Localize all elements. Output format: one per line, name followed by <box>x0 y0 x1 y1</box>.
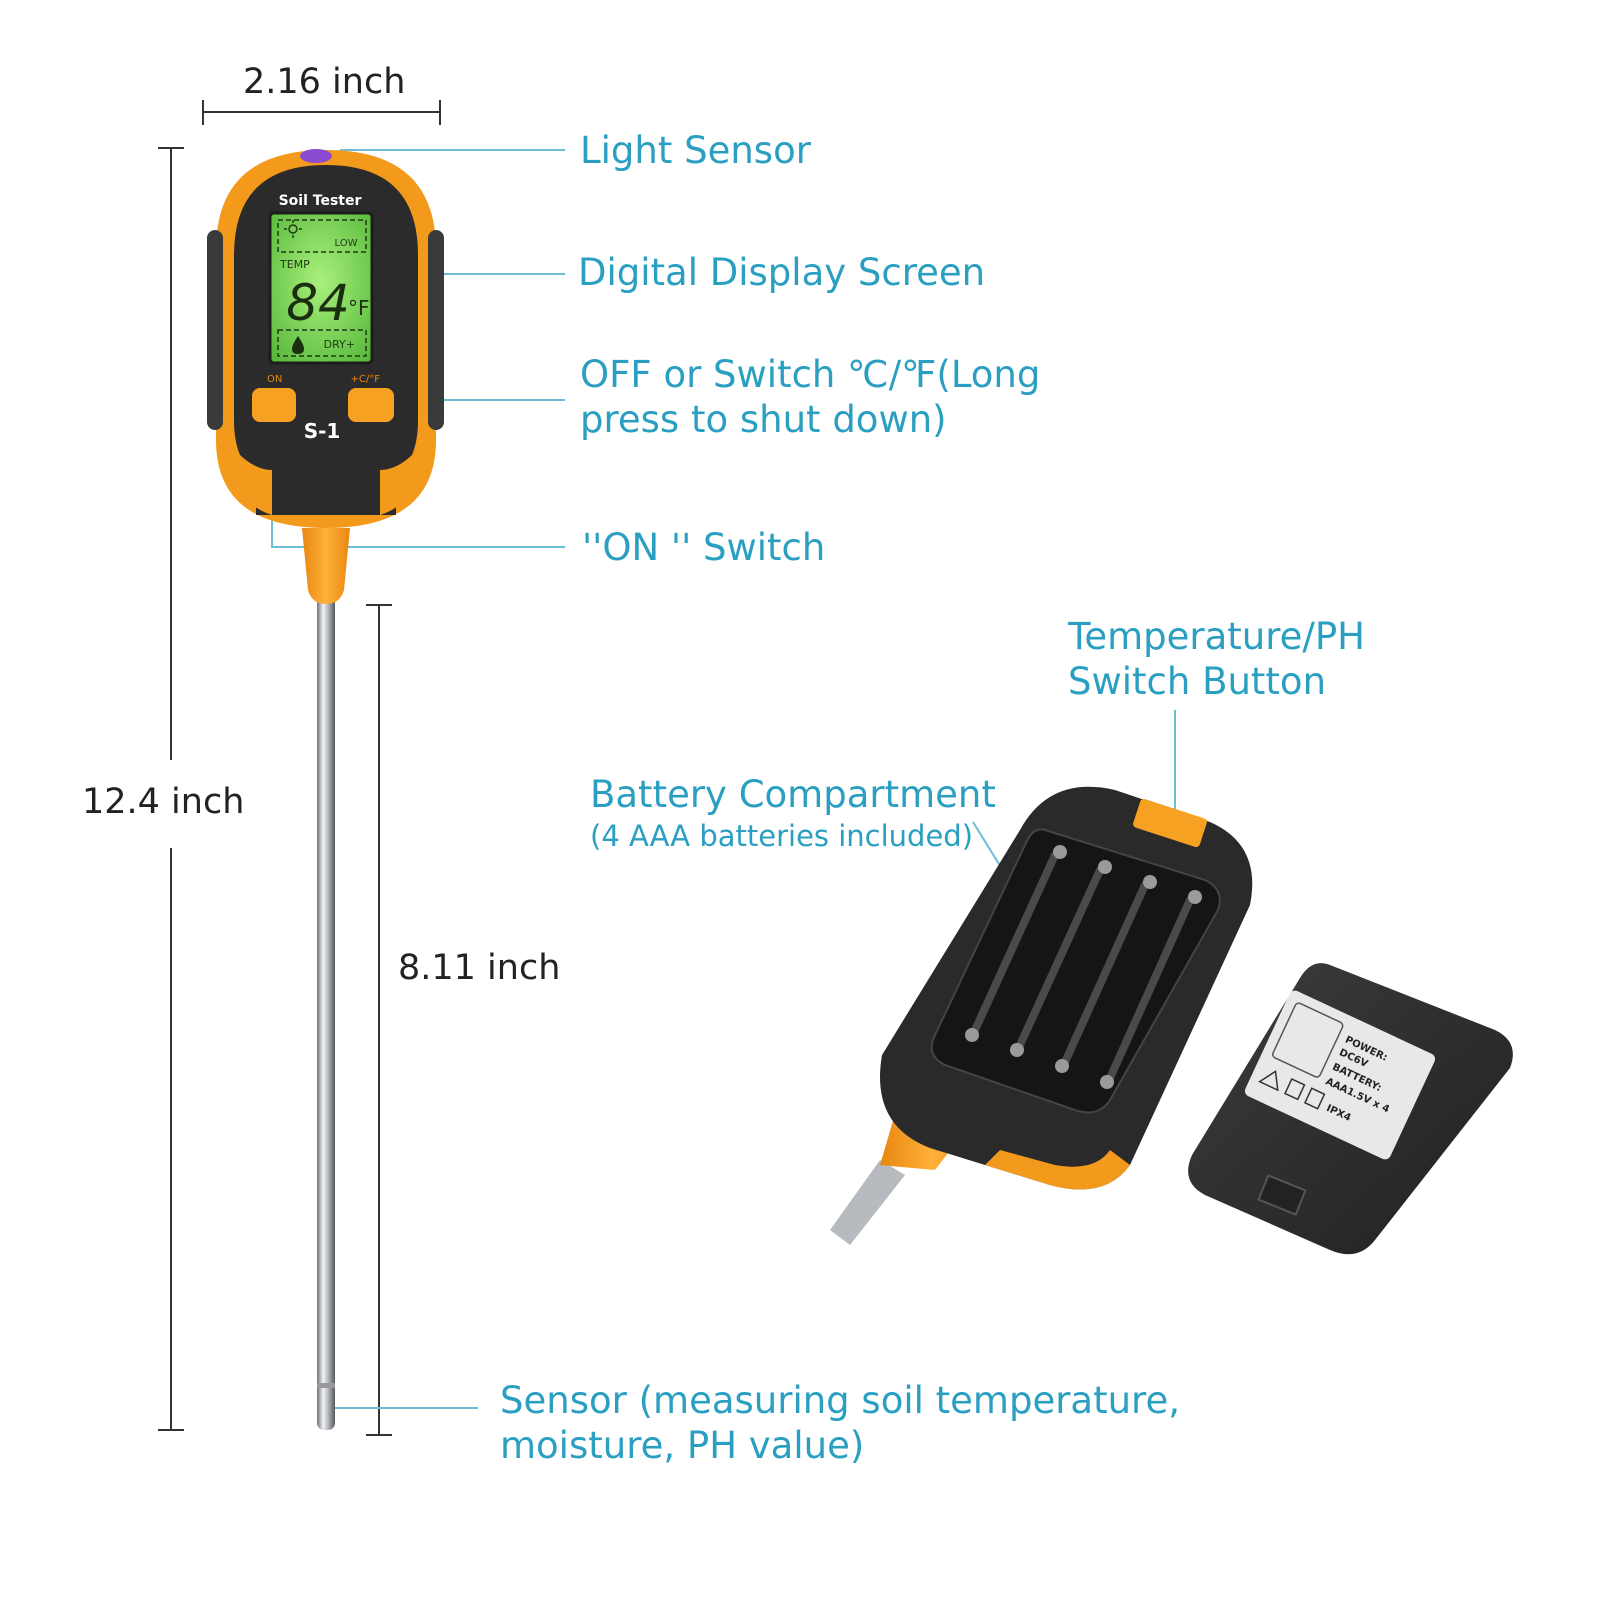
callout-on-switch: ''ON '' Switch <box>582 526 826 569</box>
lcd-temp: TEMP <box>279 258 310 271</box>
soil-tester-front: Soil Tester LOW TEMP 84 °F DRY+ ON +C/°F <box>207 149 444 1430</box>
on-button-label: ON <box>267 374 282 385</box>
height-dimension-line <box>158 147 184 1431</box>
probe-sensor-ring <box>317 1383 335 1388</box>
callout-battery-line2: (4 AAA batteries included) <box>590 819 974 853</box>
callout-battery: Battery Compartment (4 AAA batteries inc… <box>590 772 996 855</box>
lcd-screen <box>268 211 374 365</box>
width-dimension-line <box>202 100 441 125</box>
lcd-dry: DRY+ <box>324 338 355 351</box>
battery-springs <box>965 845 1202 1089</box>
battery-cover-latch[interactable] <box>1257 1174 1307 1216</box>
manual-icon <box>1284 1078 1306 1101</box>
brand-label: Soil Tester <box>279 193 362 209</box>
callout-temp-ph: Temperature/PH Switch Button <box>1068 614 1365 704</box>
unit-switch-button[interactable] <box>348 388 394 422</box>
callout-off-switch-line1: OFF or Switch ℃/℉(Long <box>580 353 1041 396</box>
temp-ph-switch-button[interactable] <box>1132 798 1208 848</box>
callout-light-sensor: Light Sensor <box>580 129 811 172</box>
callout-sensor: Sensor (measuring soil temperature, mois… <box>500 1378 1180 1468</box>
probe-neck <box>302 528 350 604</box>
cover-sticker: POWER: DC6V BATTERY: AAA1.5V x 4 IPX4 <box>1244 990 1436 1160</box>
sun-icon <box>284 220 302 238</box>
battery-cell-icon <box>1272 1002 1344 1078</box>
lcd-low: LOW <box>335 238 358 249</box>
light-sensor-dome <box>300 149 332 163</box>
right-grip <box>428 230 444 430</box>
width-dimension: 2.16 inch <box>243 62 406 102</box>
callout-sensor-line2: moisture, PH value) <box>500 1424 865 1467</box>
disposal-icon <box>1303 1087 1326 1110</box>
battery-compartment[interactable] <box>930 828 1221 1114</box>
callout-sensor-line1: Sensor (measuring soil temperature, <box>500 1379 1180 1422</box>
callout-temp-ph-line1: Temperature/PH <box>1068 615 1365 658</box>
probe-rod <box>317 595 335 1430</box>
callout-temp-ph-line2: Switch Button <box>1068 660 1327 703</box>
unit-button-label: +C/°F <box>351 374 381 385</box>
water-drop-icon <box>292 336 304 354</box>
lcd-bottom-box <box>277 329 367 357</box>
battery-slots <box>971 851 1194 1082</box>
lcd-reading: 84 <box>286 274 350 332</box>
on-button[interactable] <box>252 388 296 422</box>
callout-off-switch: OFF or Switch ℃/℉(Long press to shut dow… <box>580 352 1040 442</box>
model-label: S-1 <box>304 419 341 443</box>
lcd-top-box <box>277 219 367 253</box>
probe-dimension: 8.11 inch <box>398 948 561 988</box>
callout-battery-line1: Battery Compartment <box>590 773 996 816</box>
callout-display-screen: Digital Display Screen <box>578 251 986 294</box>
callout-off-switch-line2: press to shut down) <box>580 398 947 441</box>
lcd-unit: °F <box>348 296 370 320</box>
probe-dimension-line <box>366 604 392 1436</box>
height-dimension: 12.4 inch <box>82 782 245 822</box>
back-probe-rod <box>830 1160 905 1245</box>
lower-left-accent <box>232 455 272 515</box>
lower-right-accent <box>380 455 420 515</box>
left-grip <box>207 230 223 430</box>
back-orange-trim <box>985 1150 1130 1190</box>
battery-cover[interactable]: POWER: DC6V BATTERY: AAA1.5V x 4 IPX4 <box>1188 963 1513 1255</box>
warning-icon <box>1258 1070 1279 1092</box>
soil-tester-back <box>830 786 1253 1245</box>
